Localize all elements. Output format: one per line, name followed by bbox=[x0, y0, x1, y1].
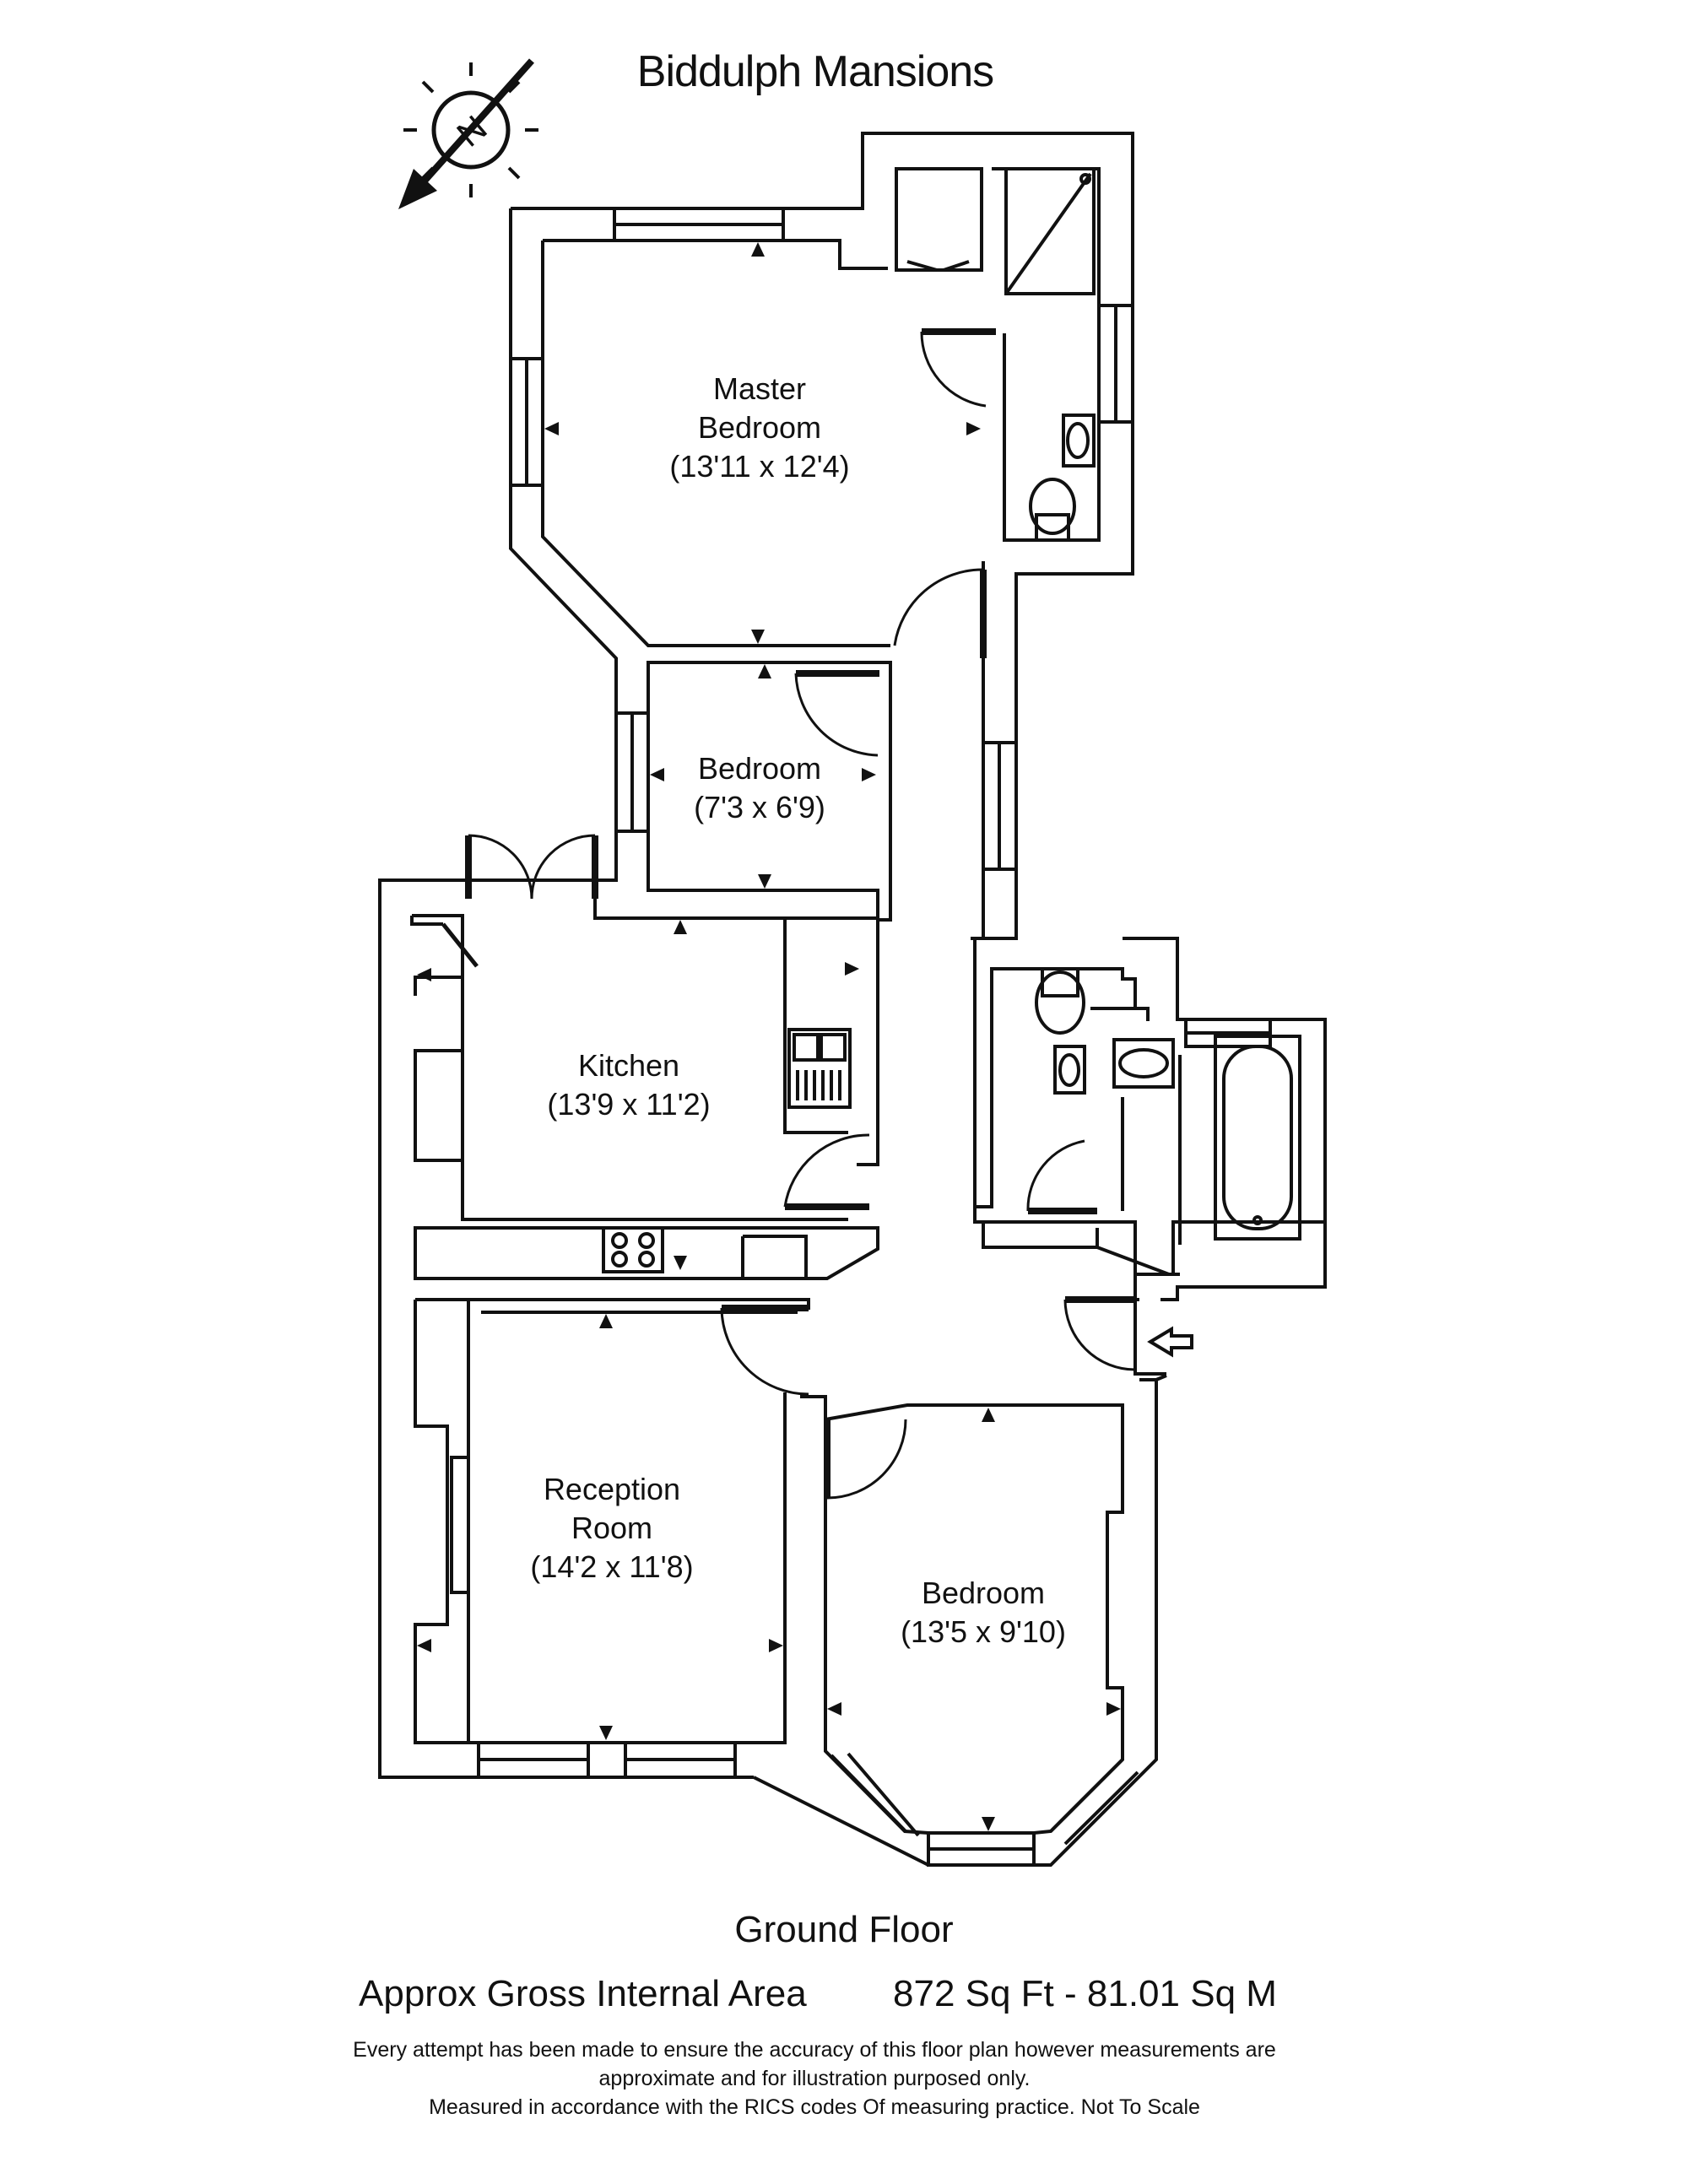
disclaimer-line: approximate and for illustration purpose… bbox=[598, 2067, 1031, 2090]
room-name: Master bbox=[712, 371, 807, 406]
floor-label: Ground Floor bbox=[734, 1909, 954, 1950]
doors bbox=[441, 260, 1136, 1500]
room-label-master-bedroom: Master Bedroom (13'11 x 12'4) bbox=[669, 370, 849, 486]
disclaimer-line: Every attempt has been made to ensure th… bbox=[353, 2038, 1276, 2062]
dimension-markers bbox=[417, 242, 1121, 1831]
room-name: Bedroom bbox=[921, 1576, 1046, 1610]
room-name: Bedroom bbox=[697, 410, 822, 445]
room-name: Kitchen bbox=[577, 1048, 680, 1083]
disclaimer: Every attempt has been made to ensure th… bbox=[0, 2035, 1629, 2122]
room-label-bedroom-small: Bedroom (7'3 x 6'9) bbox=[694, 749, 825, 827]
room-dimensions: (7'3 x 6'9) bbox=[694, 790, 825, 824]
room-label-reception-room: Reception Room (14'2 x 11'8) bbox=[530, 1470, 693, 1587]
room-label-kitchen: Kitchen (13'9 x 11'2) bbox=[547, 1046, 710, 1124]
room-dimensions: (14'2 x 11'8) bbox=[530, 1549, 694, 1584]
room-name: Room bbox=[571, 1511, 653, 1545]
plan-title: Biddulph Mansions bbox=[636, 47, 994, 96]
room-dimensions: (13'11 x 12'4) bbox=[669, 449, 850, 484]
area-value: 872 Sq Ft - 81.01 Sq M bbox=[893, 1973, 1277, 2014]
walls bbox=[378, 132, 1327, 1867]
north-compass-icon bbox=[398, 58, 538, 209]
room-dimensions: (13'5 x 9'10) bbox=[901, 1614, 1066, 1649]
compass-letter: N bbox=[449, 107, 494, 154]
room-name: Reception bbox=[543, 1472, 681, 1506]
room-dimensions: (13'9 x 11'2) bbox=[547, 1087, 711, 1122]
disclaimer-line: Measured in accordance with the RICS cod… bbox=[429, 2095, 1200, 2119]
room-name: Bedroom bbox=[697, 751, 822, 786]
area-label: Approx Gross Internal Area bbox=[359, 1973, 807, 2014]
room-label-bedroom-large: Bedroom (13'5 x 9'10) bbox=[901, 1574, 1066, 1652]
